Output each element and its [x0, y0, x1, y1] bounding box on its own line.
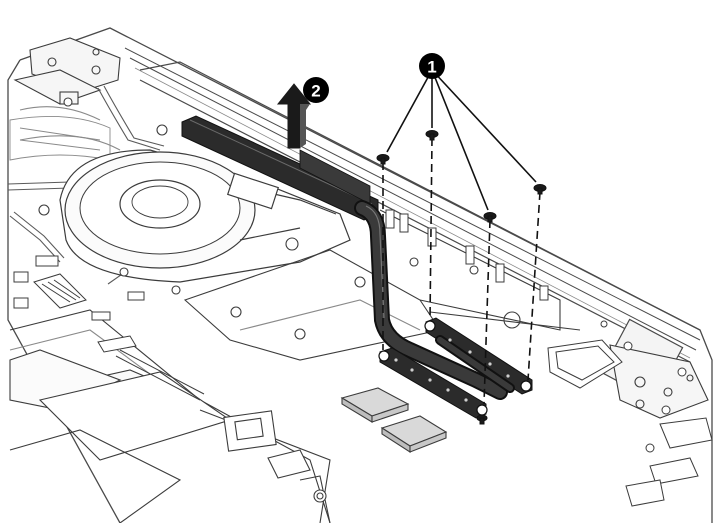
callout-badge-2: 2: [303, 77, 329, 103]
left-connectors: [13, 255, 205, 401]
screw-icon: [425, 130, 439, 141]
screw-icon: [533, 184, 547, 195]
motherboard: [9, 309, 331, 523]
speaker-area: [9, 115, 111, 161]
cooling-fan: [59, 149, 351, 283]
right-hinge-bracket: [609, 344, 709, 419]
screw-icon: [376, 154, 390, 165]
callout-label-2: 2: [311, 82, 320, 101]
screw-icon: [476, 414, 488, 425]
heat-sink: [181, 115, 533, 419]
fan-screws: [38, 97, 299, 295]
left-hinge-bracket: [13, 37, 121, 105]
screw-icon: [483, 212, 497, 223]
rear-vent-slots: [385, 209, 549, 301]
screw-guide-lines: [382, 137, 541, 405]
callout-1-leaders: [386, 69, 537, 211]
up-arrow-icon: [276, 83, 312, 149]
thermal-pads: [340, 387, 448, 454]
callout-label-1: 1: [427, 58, 436, 77]
screws: [376, 130, 547, 425]
right-side-components: [547, 320, 713, 507]
callout-badge-1: 1: [419, 53, 445, 79]
